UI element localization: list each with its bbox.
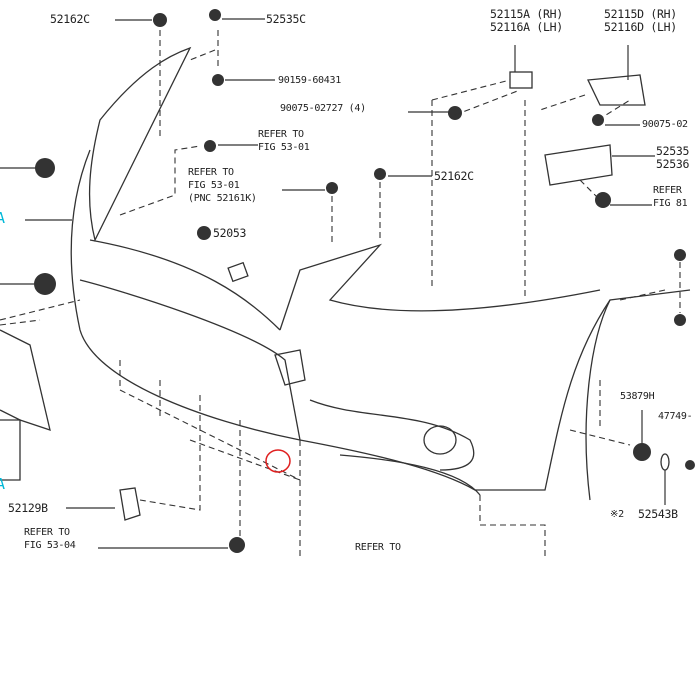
highlight-circle — [265, 449, 291, 473]
license-plate-bracket — [0, 329, 51, 431]
part-label-90075-right: 90075-02 — [642, 119, 688, 130]
part-label-52129b: 52129B — [8, 501, 48, 515]
part-label-52535c: 52535C — [266, 12, 306, 26]
callout-a[interactable]: A — [0, 475, 5, 493]
part-label-90159: 90159-60431 — [278, 75, 341, 86]
bracket-52115a — [509, 71, 533, 89]
refer-pnc: (PNC 52161K) — [188, 193, 257, 204]
bracket-52535 — [544, 144, 613, 186]
refer-label: REFER TO FIG 53-01 (PNC 52161K) — [188, 166, 257, 205]
refer-text: REFER TO — [188, 167, 234, 178]
part-label-52162c: 52162C — [434, 169, 474, 183]
part-label-52115d: 52115D (RH)52116D (LH) — [604, 7, 677, 34]
part-label-52053: 52053 — [213, 226, 247, 240]
cover-52129b — [119, 487, 141, 521]
refer-text: REFER TO — [258, 129, 304, 140]
refer-label: REFER TO — [355, 542, 401, 553]
refer-fig[interactable]: FIG 53-01 — [258, 142, 310, 153]
bracket-52115d — [587, 74, 646, 106]
note-mark: ※2 — [610, 509, 624, 520]
part-label-52115a: 52115A (RH)52116A (LH) — [490, 7, 563, 34]
part-label-52543b: 52543B — [638, 507, 678, 521]
part-label-47749: 47749- — [658, 411, 693, 422]
clip-icon — [153, 13, 167, 27]
part-label-90075: 90075-02727 (4) — [280, 103, 366, 114]
refer-fig[interactable]: FIG 53-01 — [188, 180, 240, 191]
fog-light-opening — [423, 425, 457, 455]
callout-a[interactable]: A — [0, 209, 5, 227]
part-label-53879h: 53879H — [620, 391, 655, 402]
refer-label: REFER TO FIG 53-01 — [258, 128, 310, 154]
part-label-52162c: 52162C — [50, 12, 90, 26]
